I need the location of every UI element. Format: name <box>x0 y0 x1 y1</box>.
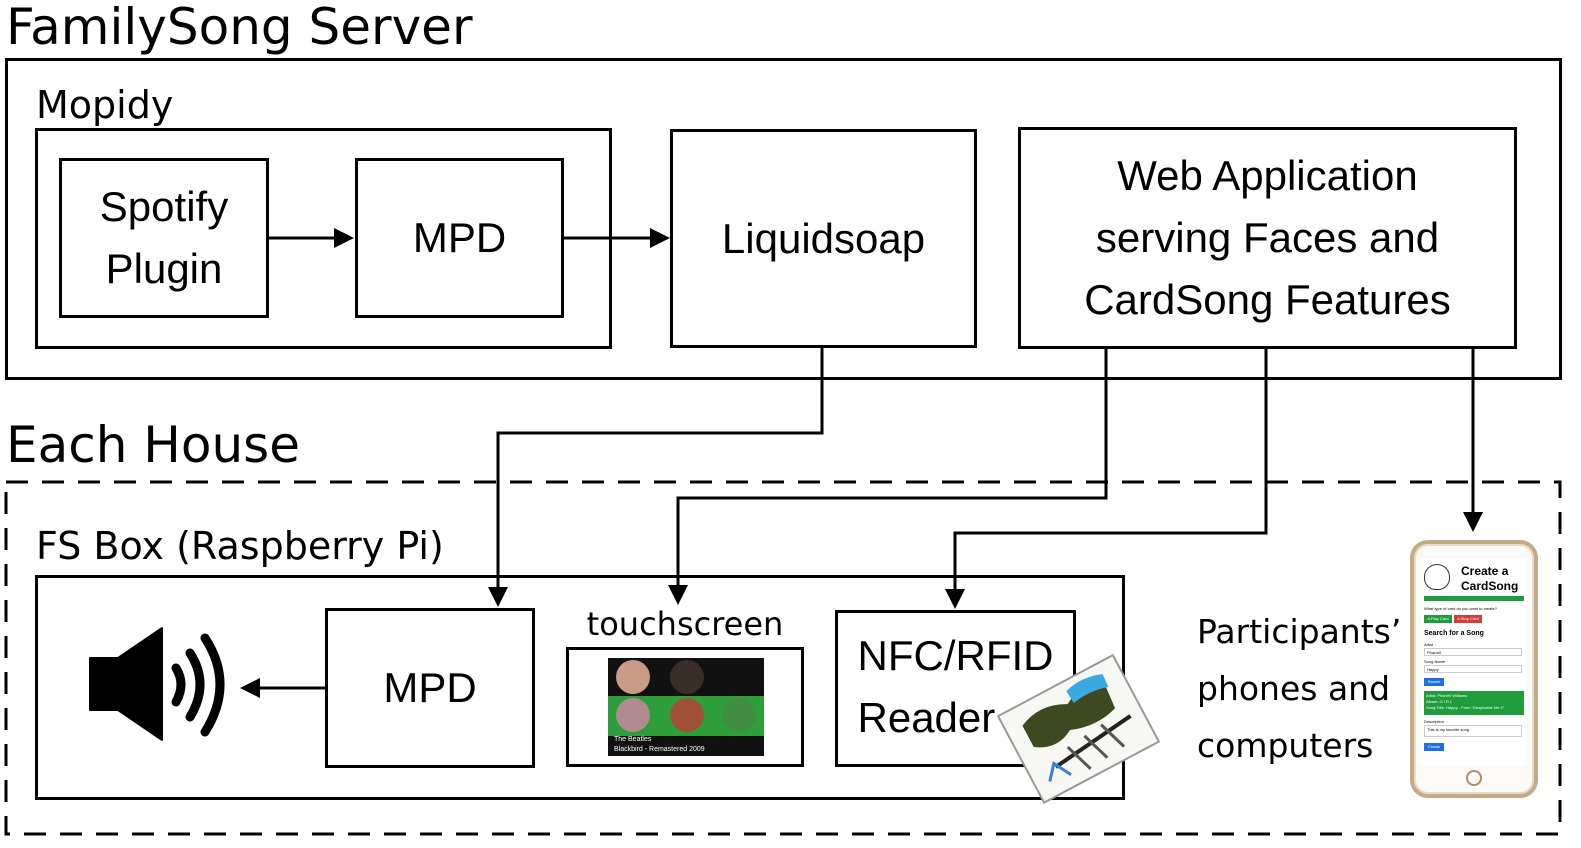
house-mpd-box: MPD <box>325 608 535 768</box>
spotify-plugin-label-line2: Plugin <box>105 245 223 292</box>
arrow-liquidsoap-to-house-mpd <box>488 348 824 607</box>
result-line2: Album: G I R L <box>1426 699 1453 704</box>
server-container <box>5 58 1562 380</box>
search-result[interactable]: Artist: Pharrell Williams Album: G I R L… <box>1424 691 1524 715</box>
server-mpd-box: MPD <box>355 158 564 318</box>
phone-screen: Create a CardSong What type of card do y… <box>1421 558 1527 766</box>
phone-search-heading: Search for a Song <box>1424 630 1484 637</box>
participants-text: Participants’ phones and computers <box>1197 603 1401 774</box>
arrow-spotify-to-mpd <box>269 228 354 248</box>
description-input[interactable]: This is my favorite song <box>1424 725 1522 737</box>
participants-line1: Participants’ <box>1197 612 1402 651</box>
touchscreen-display[interactable]: The Beatles Blackbird - Remastered 2009 <box>608 658 764 756</box>
face-avatar[interactable] <box>616 698 650 732</box>
result-line3: Song Title: Happy - From "Despicable Me … <box>1426 705 1505 710</box>
face-avatar[interactable] <box>722 698 756 732</box>
result-line1: Artist: Pharrell Williams <box>1426 693 1468 698</box>
arrow-webapp-to-phone <box>1463 348 1483 532</box>
nfc-card-icon <box>996 653 1161 805</box>
phone-home-button[interactable] <box>1466 770 1482 786</box>
arrow-webapp-to-touchscreen <box>668 348 1108 605</box>
spotify-plugin-label-line1: Spotify <box>99 183 229 230</box>
touchscreen-box: The Beatles Blackbird - Remastered 2009 <box>566 647 804 767</box>
arrow-mpd-to-speaker <box>240 678 325 698</box>
phone-logo-icon <box>1424 564 1450 590</box>
song-input[interactable]: Happy <box>1424 665 1522 673</box>
phone-title-line1: Create a <box>1461 564 1509 578</box>
spotify-plugin-box: Spotify Plugin <box>59 158 269 318</box>
face-avatar[interactable] <box>670 660 704 694</box>
description-label: Description <box>1424 719 1445 724</box>
arrow-webapp-to-nfc-reader <box>945 348 1268 609</box>
fs-box-title: FS Box (Raspberry Pi) <box>36 524 444 568</box>
server-title: FamilySong Server <box>6 0 473 56</box>
nfc-label-line1: NFC/RFID <box>857 632 1054 679</box>
touchscreen-label: touchscreen <box>586 605 784 643</box>
server-mpd-label: MPD <box>412 214 507 261</box>
web-app-label-line3: CardSong Features <box>1084 276 1451 323</box>
participants-line3: computers <box>1197 726 1374 765</box>
phone-search-button[interactable]: Search <box>1424 678 1444 686</box>
artist-input[interactable]: Pharrell <box>1424 648 1522 656</box>
mopidy-title: Mopidy <box>36 83 174 127</box>
phone-green-bar <box>1424 596 1524 601</box>
track-title: Blackbird - Remastered 2009 <box>614 746 705 753</box>
track-artist: The Beatles <box>614 736 652 743</box>
face-avatar[interactable] <box>670 698 704 732</box>
phone-create-button[interactable]: Create <box>1424 743 1444 751</box>
arrow-mpd-to-liquidsoap <box>564 228 670 248</box>
artist-label: Artist <box>1424 642 1434 647</box>
house-title: Each House <box>6 416 300 474</box>
liquidsoap-box: Liquidsoap <box>670 129 977 348</box>
phone-title-line2: CardSong <box>1461 579 1519 593</box>
house-mpd-label: MPD <box>383 664 477 711</box>
play-card-button[interactable]: A Play Card <box>1424 615 1452 623</box>
face-avatar[interactable] <box>616 660 650 694</box>
stop-card-button[interactable]: A Stop Card <box>1454 615 1482 623</box>
speaker-icon <box>89 627 225 741</box>
web-app-label-line1: Web Application <box>1117 152 1418 199</box>
participants-line2: phones and <box>1197 669 1391 708</box>
nfc-label-line2: Reader <box>857 694 996 741</box>
web-application-box: Web Application serving Faces and CardSo… <box>1018 127 1517 349</box>
liquidsoap-label: Liquidsoap <box>721 214 926 262</box>
phone-device: Create a CardSong What type of card do y… <box>1410 540 1538 798</box>
web-app-label-line2: serving Faces and <box>1095 214 1440 261</box>
phone-question: What type of card do you want to create? <box>1424 606 1497 611</box>
song-label: Song Name <box>1424 659 1446 664</box>
house-container <box>4 480 1562 836</box>
